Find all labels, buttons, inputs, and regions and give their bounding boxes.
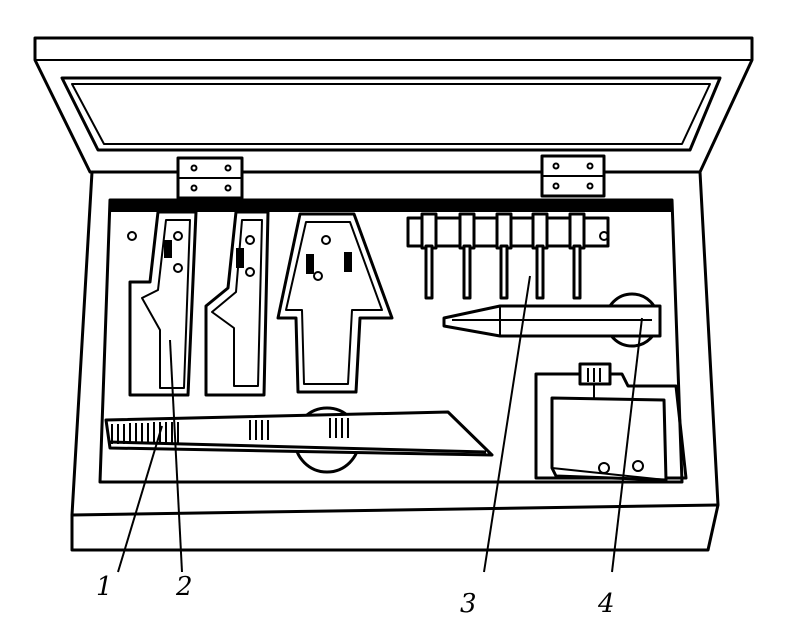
gauge-block [534,362,688,482]
leader-line-2 [169,339,183,573]
template-plate-3 [276,212,394,394]
leader-lines [117,275,643,573]
callout-label-1: 1 [96,572,113,602]
probe-3 [495,212,513,300]
case-lid [33,36,754,174]
probe-2 [458,212,476,300]
probe-5 [568,212,586,300]
leader-line-1 [117,425,163,573]
callout-label-3: 3 [460,589,477,619]
callout-label-4: 4 [597,589,615,619]
callout-labels: 1 2 3 4 [96,572,615,619]
leader-line-3 [483,275,531,573]
template-plate-2 [204,210,270,397]
hinge-left [176,156,244,200]
hinge-right [540,154,606,198]
template-plate-1 [127,210,198,397]
callout-label-2: 2 [175,572,193,602]
leader-line-4 [611,317,643,573]
probe-4 [531,212,549,300]
probe-set [406,212,610,300]
probe-1 [420,212,438,300]
tapered-gauge [442,292,662,348]
